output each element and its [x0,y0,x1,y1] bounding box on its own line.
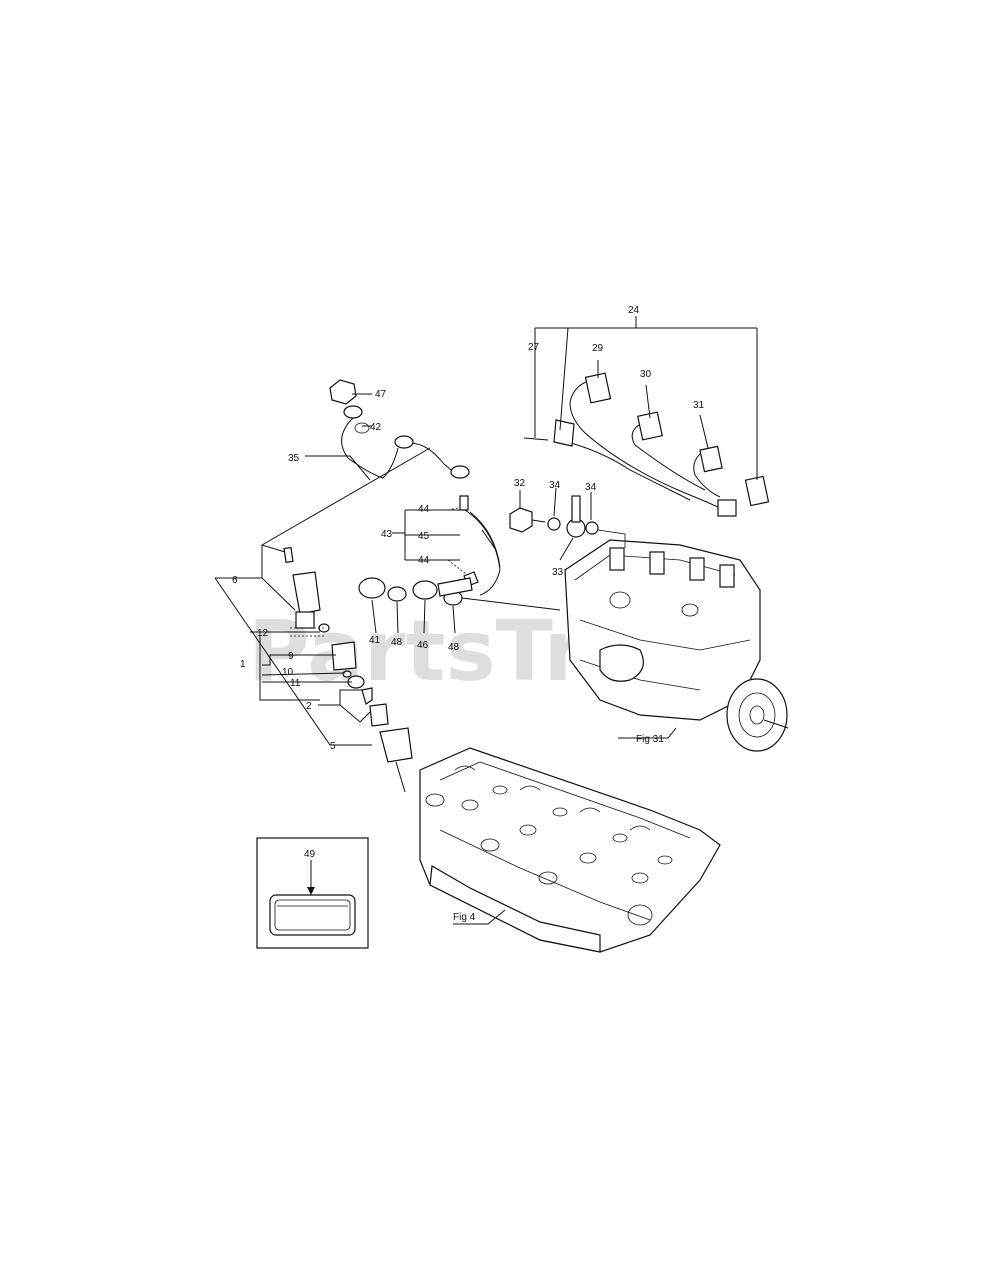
callout-10: 10 [282,667,294,678]
callout-labels: 1 2 5 6 9 10 11 12 24 27 29 30 31 32 33 … [232,305,705,923]
leader-lines [214,316,758,925]
callout-31: 31 [693,400,705,411]
cylinder-head [419,747,721,953]
callout-42: 42 [370,422,382,433]
callout-35: 35 [288,453,300,464]
callout-34-left: 34 [549,480,561,491]
callout-33: 33 [552,567,564,578]
callout-12: 12 [257,628,269,639]
callout-29: 29 [592,343,604,354]
fig-ref-head: Fig 4 [453,912,476,923]
callout-6: 6 [232,575,238,586]
injection-pipe-set [523,372,770,517]
callout-2: 2 [306,701,312,712]
return-hose-assembly [358,495,561,611]
callout-5: 5 [330,741,336,752]
callout-47: 47 [375,389,387,400]
callout-11: 11 [290,678,301,689]
injection-pump [564,539,789,752]
callout-45: 45 [418,531,430,542]
callout-30: 30 [640,369,652,380]
callout-48-right: 48 [448,642,460,653]
injector-pipe-35 [329,379,470,479]
callout-44-bottom: 44 [418,555,430,566]
callout-27: 27 [528,342,540,353]
callout-32: 32 [514,478,526,489]
callout-43: 43 [381,529,393,540]
fig-ref-pump: Fig 31 [636,734,664,745]
callout-49: 49 [304,849,316,860]
banjo-bolt-group [509,495,626,548]
callout-48-left: 48 [391,637,403,648]
callout-9: 9 [288,651,294,662]
repair-kit-box [256,837,369,949]
callout-41: 41 [369,635,381,646]
callout-34-right: 34 [585,482,597,493]
callout-1: 1 [240,659,246,670]
callout-24: 24 [628,305,640,316]
callout-44-top: 44 [418,504,430,515]
callout-46: 46 [417,640,429,651]
